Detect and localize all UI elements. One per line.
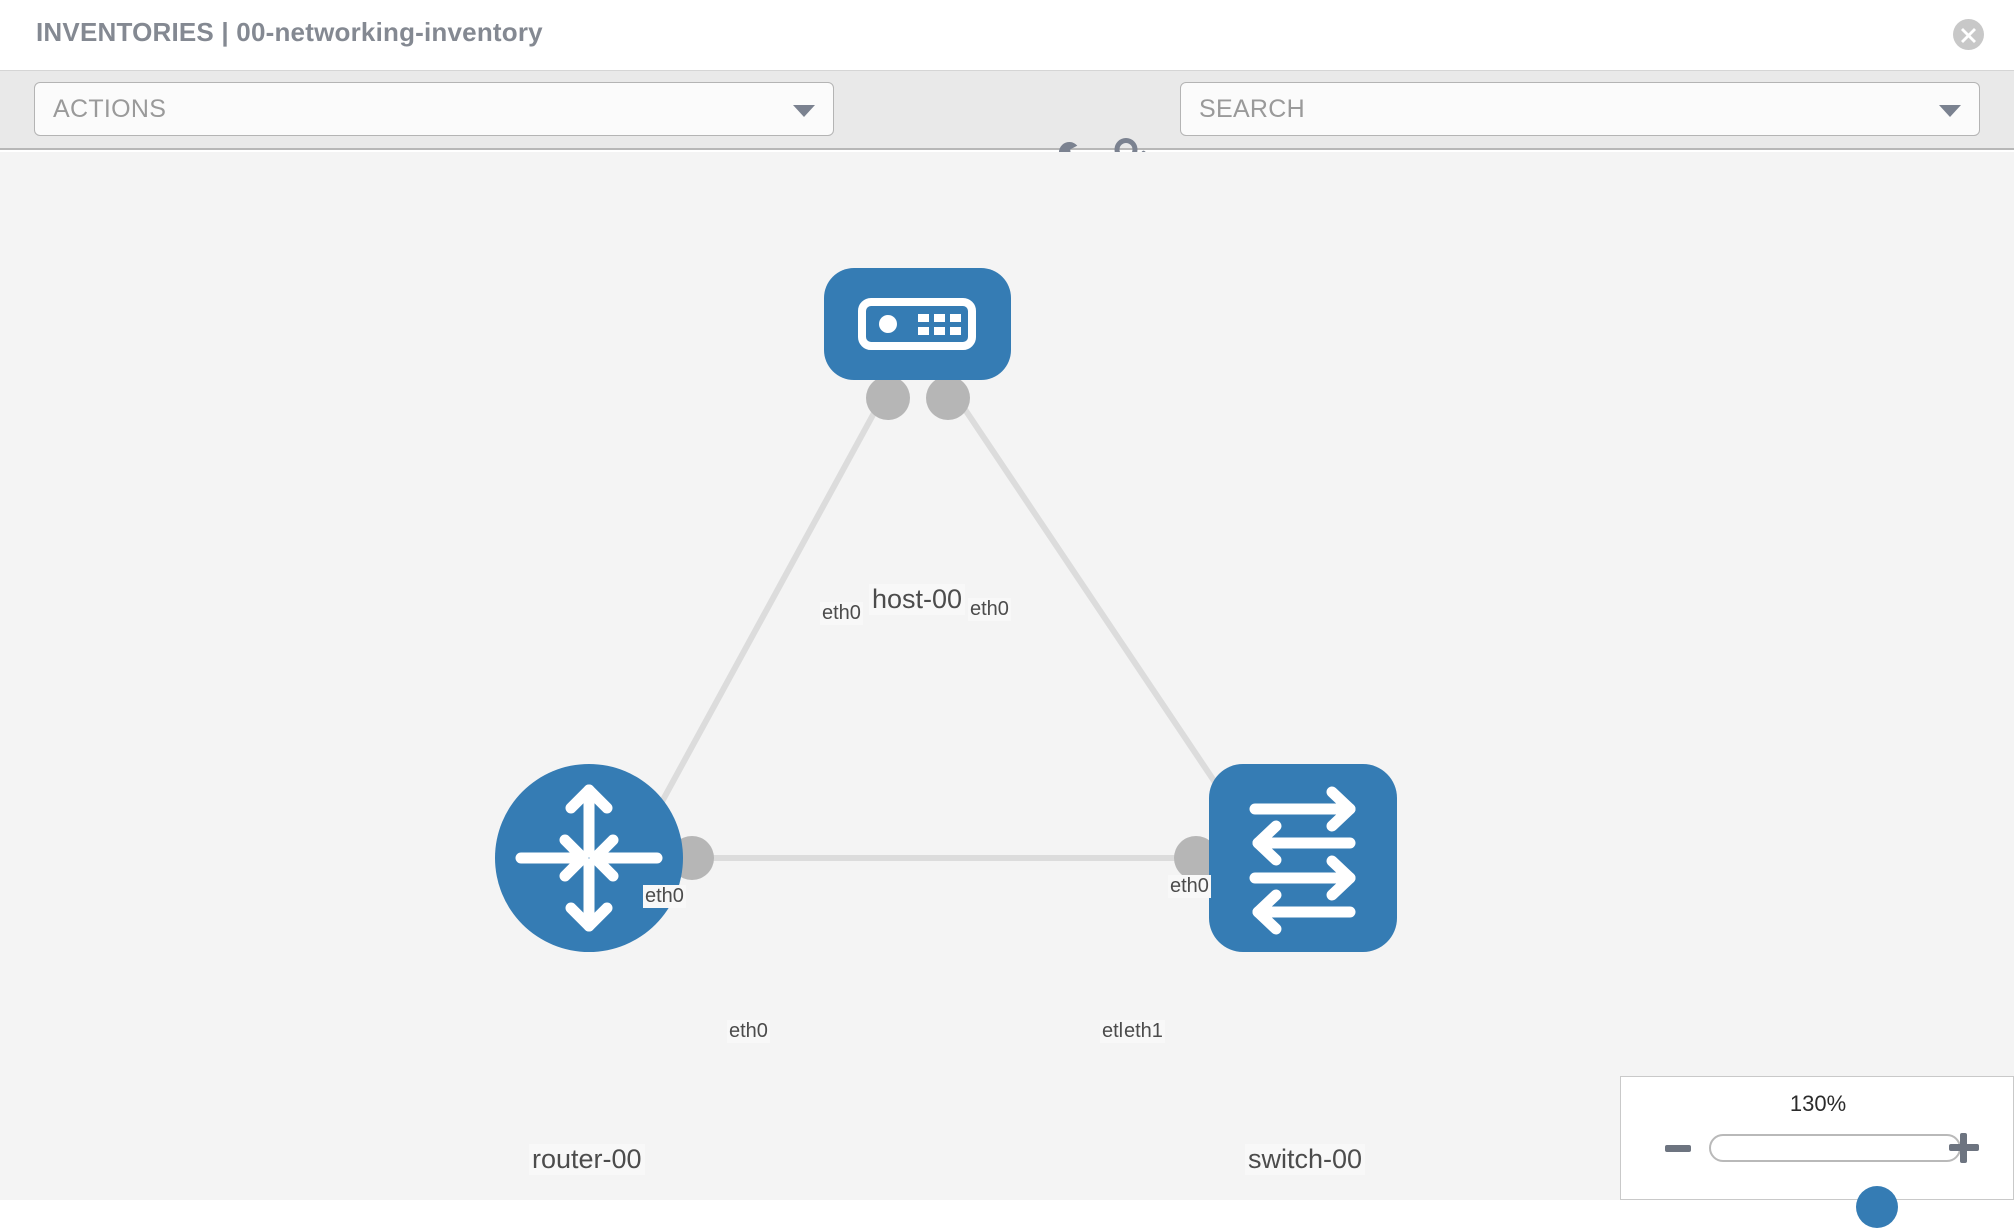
iface-label-host-eth0-left: eth0 xyxy=(820,602,863,625)
zoom-slider-handle[interactable] xyxy=(1856,1186,1898,1228)
switch-icon xyxy=(1249,786,1356,935)
zoom-control-panel: 130% xyxy=(1620,1076,2014,1228)
iface-label-host-eth0-right: eth0 xyxy=(968,598,1011,621)
iface-label-switch-eth1: eth1 xyxy=(1122,1020,1165,1043)
node-switch-00[interactable] xyxy=(1209,764,1397,952)
page-title: INVENTORIES | 00-networking-inventory xyxy=(36,17,543,47)
iface-label-router-eth0-up: eth0 xyxy=(643,885,686,908)
node-host-00[interactable] xyxy=(824,268,1011,380)
port-switch-left xyxy=(1174,836,1218,880)
page-header: INVENTORIES | 00-networking-inventory xyxy=(0,0,2014,70)
zoom-level-value: 130% xyxy=(1789,1091,1847,1116)
router-icon xyxy=(515,784,663,932)
link-host-switch xyxy=(957,400,1258,844)
topology-canvas[interactable]: host-00 router-00 switch-00 eth0 eth0 et… xyxy=(0,152,2014,1200)
server-icon xyxy=(858,298,976,350)
iface-label-router-eth0-right: eth0 xyxy=(727,1020,770,1043)
actions-dropdown-label: ACTIONS xyxy=(53,95,167,123)
search-input[interactable]: SEARCH xyxy=(1180,82,1980,136)
actions-dropdown[interactable]: ACTIONS xyxy=(34,82,834,136)
node-label-router-00: router-00 xyxy=(529,1144,645,1175)
port-host-left xyxy=(866,376,910,420)
close-icon[interactable] xyxy=(1953,19,1984,50)
port-host-right xyxy=(926,376,970,420)
minus-icon[interactable] xyxy=(1665,1145,1691,1152)
chevron-down-icon xyxy=(1939,105,1961,117)
chevron-down-icon xyxy=(793,105,815,117)
toolbar: ACTIONS SEARCH xyxy=(0,70,2014,173)
node-router-00[interactable] xyxy=(495,764,683,952)
search-placeholder: SEARCH xyxy=(1199,95,1305,123)
node-label-host-00: host-00 xyxy=(869,584,966,615)
topology-graph xyxy=(495,268,1397,952)
zoom-slider-track[interactable] xyxy=(1709,1134,1961,1228)
iface-label-switch-eth0-up: eth0 xyxy=(1168,875,1211,898)
node-label-switch-00: switch-00 xyxy=(1245,1144,1366,1175)
iface-label-switch-partial: etl xyxy=(1100,1020,1126,1043)
link-group xyxy=(637,400,1258,861)
plus-icon[interactable] xyxy=(1949,1133,1979,1163)
link-host-router xyxy=(637,400,883,844)
